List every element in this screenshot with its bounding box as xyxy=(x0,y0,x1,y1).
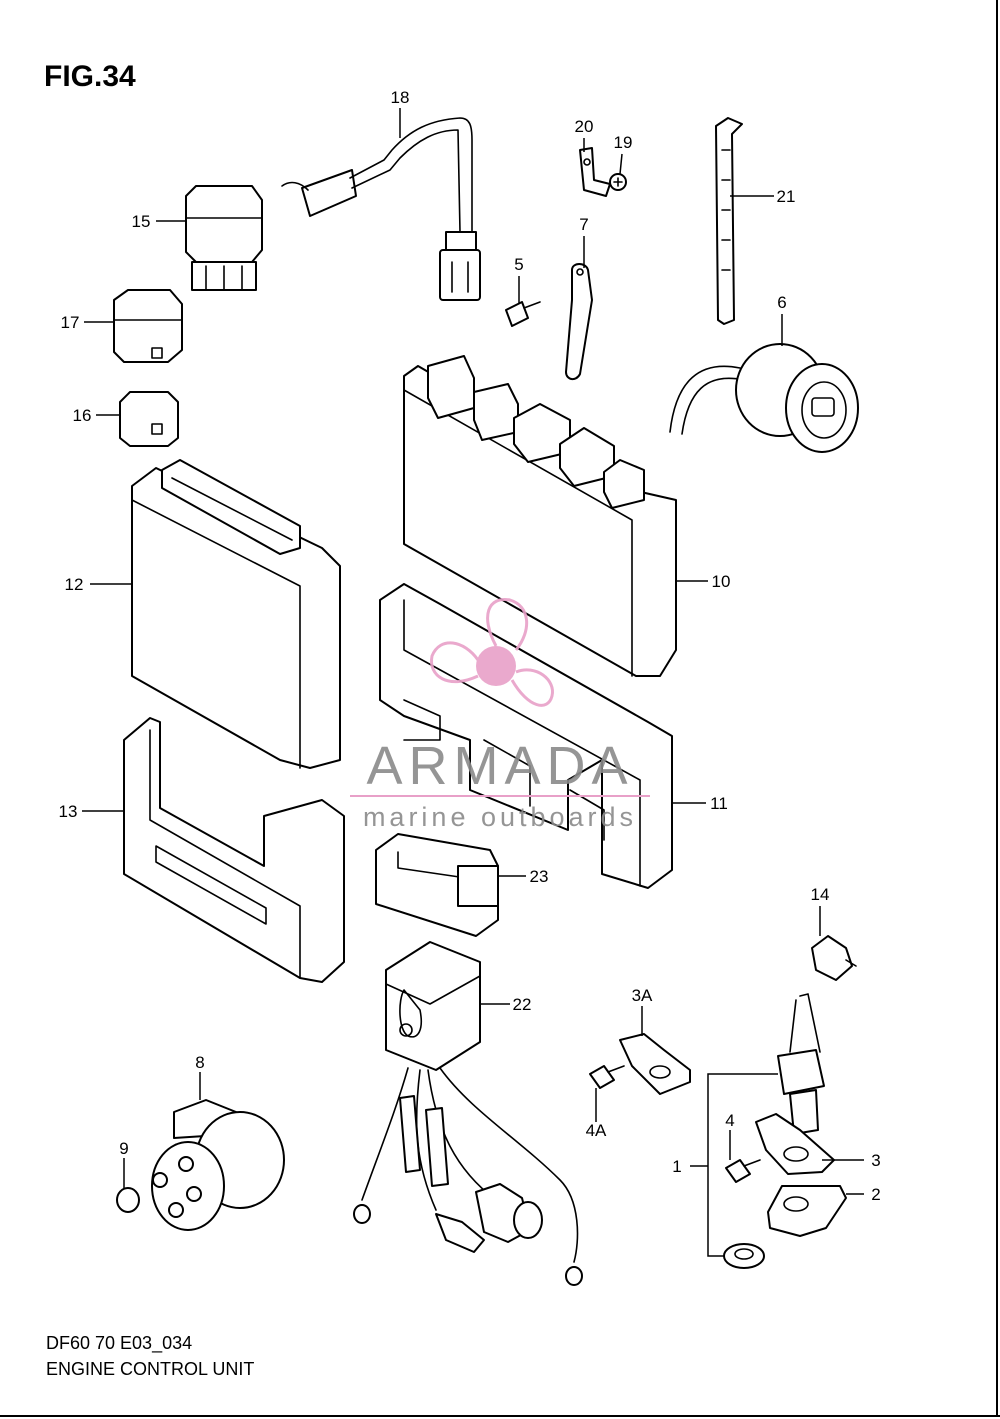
callout-14: 14 xyxy=(811,885,830,904)
part-4a-bolt xyxy=(589,1065,625,1089)
figure-title: FIG.34 xyxy=(44,60,136,93)
part-20-clamp xyxy=(579,147,611,197)
callout-9: 9 xyxy=(119,1139,128,1158)
callout-16: 16 xyxy=(73,406,92,425)
watermark-tagline: marine outboards xyxy=(363,802,637,832)
figure-name: ENGINE CONTROL UNIT xyxy=(46,1359,255,1379)
part-23-cap xyxy=(375,833,499,937)
callout-21: 21 xyxy=(777,187,796,206)
part-3-plate xyxy=(755,1113,835,1175)
watermark-logo xyxy=(430,598,554,707)
part-19-screw xyxy=(609,173,627,191)
callout-6: 6 xyxy=(777,293,786,312)
callout-7: 7 xyxy=(579,215,588,234)
part-7-ground-lead xyxy=(565,263,593,380)
part-11-holder-right xyxy=(379,583,673,889)
part-1-temperature-sensor xyxy=(777,993,825,1135)
part-1-nut xyxy=(723,1243,765,1269)
callout-4: 4 xyxy=(725,1111,734,1130)
part-5-bolt xyxy=(505,301,541,327)
callout-1: 1 xyxy=(672,1157,681,1176)
part-9-cap xyxy=(116,1187,140,1213)
part-17-relay xyxy=(113,289,183,363)
callout-10: 10 xyxy=(712,572,731,591)
callout-20: 20 xyxy=(575,117,594,136)
callout-5: 5 xyxy=(514,255,523,274)
part-6-round-connector xyxy=(669,343,859,453)
callout-3a: 3A xyxy=(632,986,653,1005)
part-18-switch-harness xyxy=(281,117,481,301)
callout-19: 19 xyxy=(614,133,633,152)
callout-22: 22 xyxy=(513,995,532,1014)
callout-15: 15 xyxy=(132,212,151,231)
callout-3: 3 xyxy=(871,1151,880,1170)
callout-18: 18 xyxy=(391,88,410,107)
part-14-clip xyxy=(811,935,857,981)
callout-4a: 4A xyxy=(586,1121,607,1140)
callout-23: 23 xyxy=(530,867,549,886)
callout-2: 2 xyxy=(871,1185,880,1204)
leader-lines xyxy=(82,108,864,1257)
callout-11: 11 xyxy=(710,794,728,813)
callout-8: 8 xyxy=(195,1053,204,1072)
part-12-control-unit xyxy=(131,459,341,769)
callout-labels: 18 15 17 16 5 7 20 19 21 6 10 12 11 13 2… xyxy=(59,88,881,1204)
part-8-round-connector xyxy=(151,1099,285,1231)
callout-13: 13 xyxy=(59,802,78,821)
part-21-cable-tie xyxy=(715,117,743,325)
part-15-relay xyxy=(185,185,263,291)
callout-12: 12 xyxy=(65,575,84,594)
part-4-bolt xyxy=(725,1159,761,1183)
part-16-relay xyxy=(119,391,179,447)
part-13-holder-left xyxy=(123,717,345,983)
callout-17: 17 xyxy=(61,313,80,332)
figure-code: DF60 70 E03_034 xyxy=(46,1333,193,1353)
part-10-ecu-module xyxy=(403,355,677,677)
part-2-bracket xyxy=(767,1185,847,1237)
part-3a-bracket xyxy=(619,1033,691,1095)
part-22-sensor-harness xyxy=(353,941,583,1286)
watermark-brand: ARMADA xyxy=(366,736,633,796)
